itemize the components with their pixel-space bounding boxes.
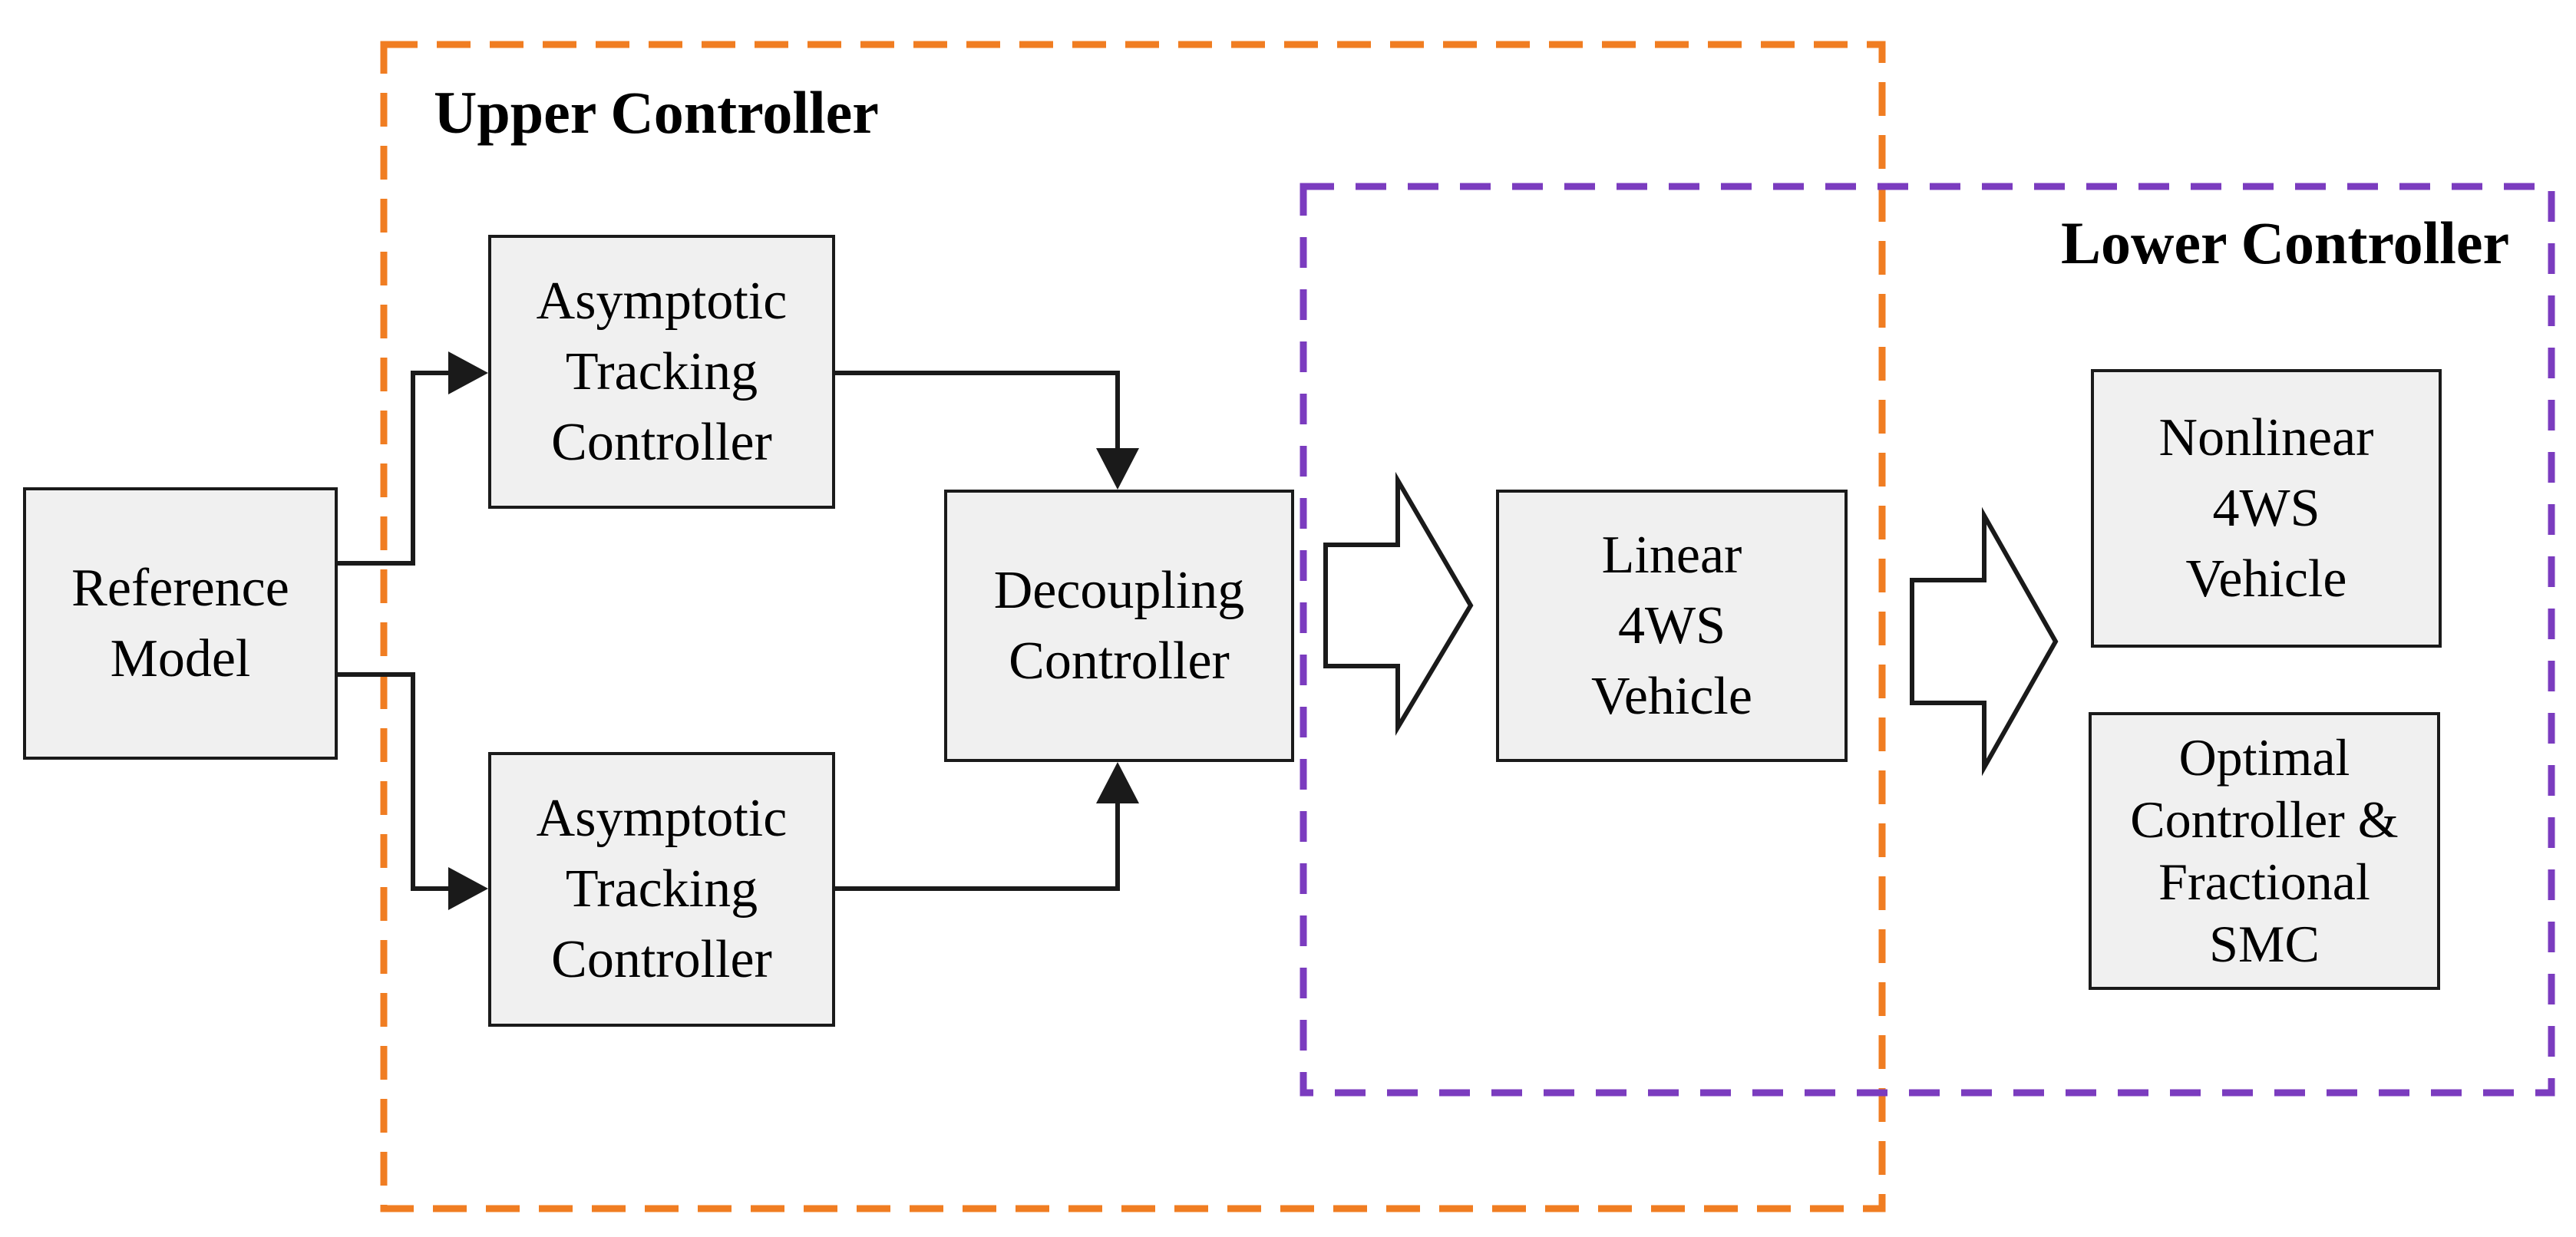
- asymptotic-tracking-controller-2-label: Asymptotic Tracking Controller: [536, 789, 788, 989]
- connector-atc2-to-decoupling: [835, 762, 1139, 891]
- connector-atc1-to-decoupling: [835, 371, 1139, 490]
- block-arrow-upper-to-plant: [1323, 471, 1474, 736]
- linear-4ws-vehicle-label: Linear 4WS Vehicle: [1591, 525, 1752, 726]
- upper-controller-region-border: [380, 41, 1886, 1212]
- arrowhead-into-decoupling-bottom: [1096, 762, 1139, 803]
- connector-reference-to-atc2: [338, 672, 488, 910]
- block-arrow-plant-to-lower: [1910, 506, 2059, 777]
- upper-controller-region-label: Upper Controller: [434, 79, 879, 146]
- nonlinear-4ws-vehicle-box: Nonlinear 4WS Vehicle: [2091, 369, 2442, 648]
- decoupling-controller-label: Decoupling Controller: [993, 560, 1245, 691]
- decoupling-controller-box: Decoupling Controller: [944, 490, 1294, 762]
- arrowhead-into-atc1: [448, 351, 488, 394]
- lower-controller-region-border: [1300, 183, 2555, 1097]
- linear-4ws-vehicle-box: Linear 4WS Vehicle: [1496, 490, 1848, 762]
- optimal-controller-fractional-smc-box: Optimal Controller & Fractional SMC: [2089, 712, 2440, 990]
- nonlinear-4ws-vehicle-label: Nonlinear 4WS Vehicle: [2158, 407, 2374, 609]
- asymptotic-tracking-controller-1-box: Asymptotic Tracking Controller: [488, 235, 835, 509]
- asymptotic-tracking-controller-2-box: Asymptotic Tracking Controller: [488, 752, 835, 1027]
- reference-model-box: Reference Model: [23, 487, 338, 760]
- lower-controller-region-label: Lower Controller: [2061, 209, 2510, 276]
- arrowhead-into-atc2: [448, 867, 488, 910]
- arrowhead-into-decoupling-top: [1096, 448, 1139, 490]
- reference-model-label: Reference Model: [71, 558, 289, 688]
- connector-reference-to-atc1: [338, 351, 488, 566]
- optimal-controller-fractional-smc-label: Optimal Controller & Fractional SMC: [2130, 728, 2399, 973]
- asymptotic-tracking-controller-1-label: Asymptotic Tracking Controller: [536, 271, 788, 472]
